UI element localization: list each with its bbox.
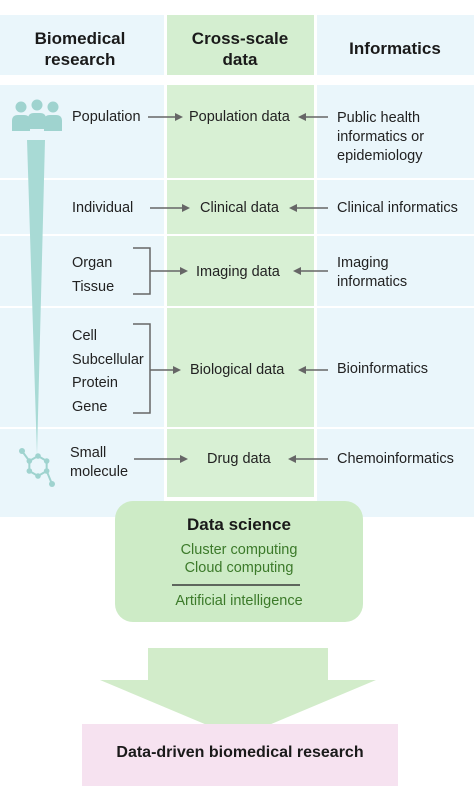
people-icon — [12, 99, 62, 131]
data-science-box — [115, 501, 363, 622]
arrow-small-molecule-head — [180, 455, 188, 463]
left-label-small-molecule: Small molecule — [70, 445, 129, 480]
result-box — [82, 724, 398, 786]
person-body — [44, 115, 62, 131]
left-column-bg — [0, 85, 164, 517]
header-right-bg — [317, 15, 474, 75]
header-middle-bg — [167, 15, 314, 75]
left-label-organ-tissue: Organ Tissue — [72, 255, 115, 295]
middle-label-imaging-data: Imaging data — [196, 264, 280, 280]
arrow-public-health-head — [298, 113, 306, 121]
header-left-bg — [0, 15, 164, 75]
left-label-cell-gene: Cell Subcellular Protein Gene — [72, 328, 144, 415]
molecule-atom — [35, 453, 41, 459]
data-science-item-ai: Artificial intelligence — [175, 593, 303, 609]
arrow-clinical-informatics-head — [289, 204, 297, 212]
right-label-clinical-informatics: Clinical informatics — [337, 200, 458, 216]
middle-label-drug-data: Drug data — [207, 451, 271, 467]
person-head — [47, 101, 59, 113]
molecule-atom — [35, 473, 41, 479]
middle-label-biological-data: Biological data — [190, 362, 285, 378]
right-column-bg — [317, 85, 474, 517]
arrow-individual-head — [182, 204, 190, 212]
person-body — [12, 115, 30, 131]
middle-column-bg — [167, 85, 314, 497]
arrow-chemoinformatics-head — [288, 455, 296, 463]
person-head — [15, 101, 27, 113]
arrow-organ-tissue-head — [180, 267, 188, 275]
molecule-atom — [26, 468, 33, 474]
grouping-brackets — [133, 247, 151, 414]
right-label-imaging-informatics: Imaging informatics — [337, 255, 408, 290]
bracket-cell-gene — [133, 323, 151, 414]
left-label-individual: Individual — [72, 200, 134, 216]
molecule-atom — [43, 458, 50, 464]
right-label-bioinformatics: Bioinformatics — [337, 361, 429, 377]
person-body — [28, 113, 46, 129]
bracket-organ-tissue — [133, 247, 151, 295]
right-label-chemoinformatics: Chemoinformatics — [337, 451, 454, 467]
arrow-population-head — [175, 113, 183, 121]
molecule-atom — [19, 448, 25, 454]
data-science-item-cluster: Cluster computing — [180, 542, 298, 558]
header-informatics: Informatics — [349, 39, 441, 58]
middle-label-population-data: Population data — [189, 109, 290, 125]
result-label: Data-driven biomedical research — [116, 744, 364, 761]
left-label-population: Population — [72, 109, 141, 125]
arrow-bioinformatics-head — [298, 366, 306, 374]
middle-label-clinical-data: Clinical data — [200, 200, 279, 216]
arrow-cell-gene-head — [173, 366, 181, 374]
arrow-imaging-informatics-head — [293, 267, 301, 275]
arrows — [134, 113, 328, 463]
header-biomedical-research: Biomedical research — [34, 29, 126, 69]
molecule-icon — [19, 448, 55, 487]
data-science-title: Data science — [187, 515, 291, 534]
right-label-public-health: Public health informatics or epidemiolog… — [337, 110, 425, 164]
molecule-atom — [49, 481, 55, 487]
big-down-arrow — [100, 648, 376, 738]
scale-funnel — [27, 140, 45, 455]
data-science-item-cloud: Cloud computing — [184, 560, 294, 576]
column-backgrounds — [0, 15, 474, 517]
person-head — [31, 99, 43, 111]
header-cross-scale-data: Cross-scale data — [191, 29, 289, 69]
